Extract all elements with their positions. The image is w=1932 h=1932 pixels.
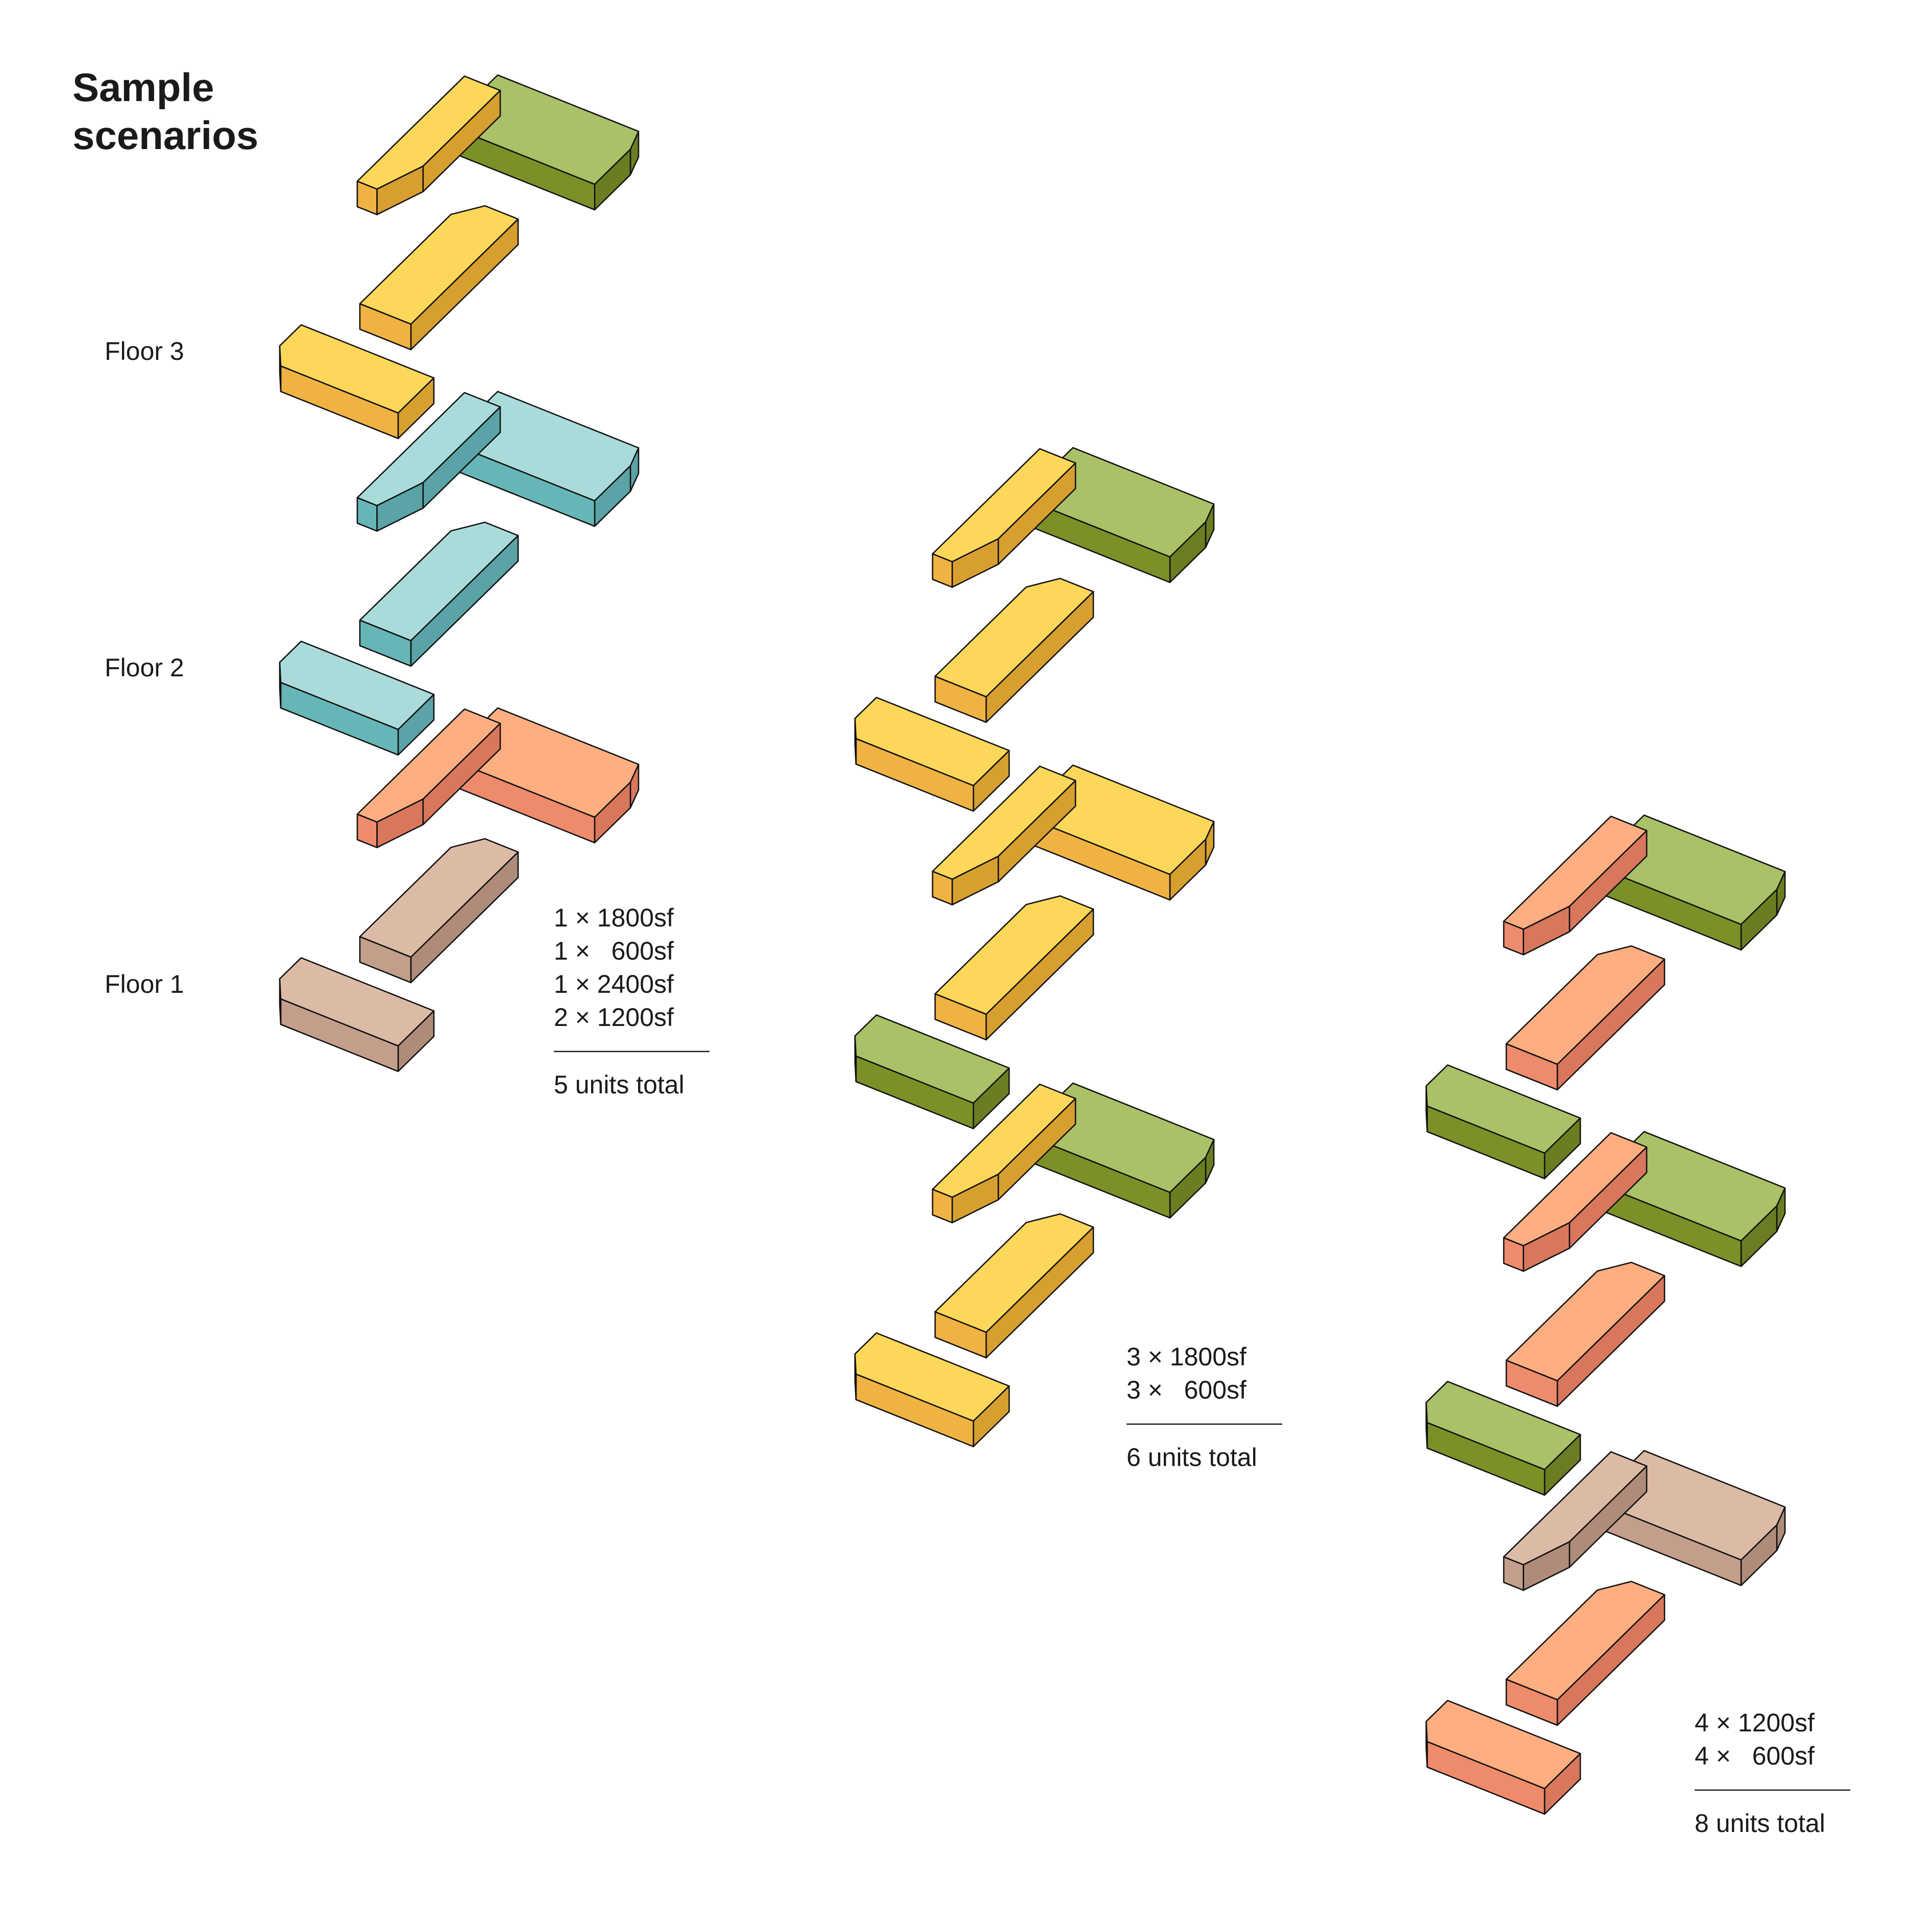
scenario-2-floor-3-unit-2-yellow: [932, 448, 1077, 588]
scenario-2-legend-line-2: 3 × 600sf: [1127, 1376, 1246, 1404]
scenario-1-floor-1-unit-4-tan: [279, 957, 435, 1072]
scenario-1-legend: 1 × 1800sf 1 × 600sf 1 × 2400sf 2 × 1200…: [554, 903, 710, 1099]
scenario-2-floor-3-unit-3-yellow-top: [934, 577, 1094, 698]
scenario-3-floor-2-unit-2-orange: [1503, 1132, 1648, 1272]
scenario-1-floor-2-unit-2-teal: [356, 392, 501, 532]
scenario-1-total: 5 units total: [554, 1070, 684, 1099]
scenario-1-floor-3-unit-3-yellow: [359, 205, 519, 351]
scenario-1-floor-2-unit-3-teal-top: [359, 521, 519, 642]
scenario-3-legend-line-1: 4 × 1200sf: [1695, 1708, 1815, 1737]
scenario-1-legend-line-2: 1 × 600sf: [554, 937, 674, 965]
scenario-2-legend-line-1: 3 × 1800sf: [1127, 1342, 1246, 1371]
scenario-1-floor-1-unit-2-orange-top: [356, 708, 501, 823]
scenario-2-floor-1-unit-2-yellow-top: [932, 1083, 1077, 1198]
diagram-title-line-1: Sample: [72, 65, 214, 110]
scenario-1-floor-2-unit-4-teal-top: [279, 641, 435, 730]
scenario-1-floor-2-unit-4-teal: [279, 641, 435, 756]
scenario-3-floor-2-unit-4-green: [1425, 1381, 1581, 1496]
floor-2-label: Floor 2: [105, 653, 184, 682]
scenario-1-legend-line-1: 1 × 1800sf: [554, 903, 674, 932]
scenario-3-floor-2-unit-4-green-top: [1425, 1381, 1581, 1471]
scenario-1-floor-3-unit-3-yellow-top: [359, 205, 519, 325]
scenario-2-legend: 3 × 1800sf 3 × 600sf 6 units total: [1127, 1342, 1282, 1472]
scenario-3-floor-1-unit-3-orange: [1505, 1580, 1666, 1726]
scenario-3-floor-3-unit-4-green: [1425, 1064, 1581, 1180]
scenario-3-floor-2-unit-3-orange-top: [1505, 1261, 1666, 1382]
scenario-2-total: 6 units total: [1127, 1443, 1257, 1472]
scenario-2-floor-2-unit-4-green: [854, 1014, 1010, 1130]
scenario-3-floor-2-unit-3-orange: [1505, 1261, 1666, 1407]
scenario-3-floor-2-unit-2-orange-top: [1503, 1132, 1648, 1246]
scenario-1-floor-3-unit-4-yellow-top: [279, 324, 435, 414]
scenario-3-floor-3-unit-2-orange: [1503, 815, 1648, 956]
scenario-2-floor-3-unit-4-yellow: [854, 697, 1010, 812]
scenario-1-floor-1-unit-2-orange: [356, 708, 501, 848]
scenario-1-legend-line-3: 1 × 2400sf: [554, 970, 674, 998]
scenario-2-floor-2-unit-3-yellow: [934, 895, 1094, 1041]
scenario-1-legend-line-4: 2 × 1200sf: [554, 1003, 674, 1032]
scenario-2-floor-2-unit-2-yellow: [932, 765, 1077, 906]
scenario-2-floor-1-unit-4-yellow-top: [854, 1332, 1010, 1422]
scenario-1-floor-2-unit-2-teal-top: [356, 392, 501, 506]
scenario-1-floor-2-unit-3-teal: [359, 521, 519, 667]
scenario-3-floor-1-unit-2-tan-top: [1503, 1451, 1648, 1566]
scenario-3-legend: 4 × 1200sf 4 × 600sf 8 units total: [1695, 1708, 1850, 1838]
scenario-1-floor-3-unit-4-yellow: [279, 324, 435, 439]
scenario-1-floor-1-unit-3-tan-top: [359, 838, 519, 958]
scenario-2-floor-2-unit-2-yellow-top: [932, 765, 1077, 880]
scenario-2-floor-2-unit-4-green-top: [854, 1014, 1010, 1104]
scenario-3-total: 8 units total: [1695, 1809, 1825, 1838]
scenario-1-floor-1-unit-4-tan-top: [279, 957, 435, 1047]
scenario-3-floor-1-unit-3-orange-top: [1505, 1580, 1666, 1701]
scenario-2-floor-1-unit-2-yellow: [932, 1083, 1077, 1224]
unit-blocks: [279, 74, 1786, 1815]
scenario-1-floor-3-unit-2-yellow-top: [356, 75, 501, 190]
floor-3-label: Floor 3: [105, 337, 184, 365]
scenario-3-floor-1-unit-2-tan: [1503, 1451, 1648, 1591]
scenario-1-floor-3-unit-2-yellow: [356, 75, 501, 215]
scenario-3-floor-1-unit-4-orange: [1425, 1700, 1581, 1815]
scenario-3-floor-3-unit-2-orange-top: [1503, 815, 1648, 930]
scenario-2-floor-1-unit-4-yellow: [854, 1332, 1010, 1448]
scenario-2-floor-3-unit-3-yellow: [934, 577, 1094, 723]
scenario-3-floor-3-unit-3-orange-top: [1505, 945, 1666, 1065]
scenario-2-floor-1-unit-3-yellow-top: [934, 1213, 1094, 1333]
scenario-3-floor-1-unit-4-orange-top: [1425, 1700, 1581, 1790]
diagram-title-line-2: scenarios: [72, 113, 258, 158]
scenario-2-floor-2-unit-3-yellow-top: [934, 895, 1094, 1015]
scenario-1-floor-1-unit-3-tan: [359, 838, 519, 984]
floor-1-label: Floor 1: [105, 970, 184, 998]
scenario-2-floor-3-unit-4-yellow-top: [854, 697, 1010, 787]
scenario-2-floor-1-unit-3-yellow: [934, 1213, 1094, 1359]
scenario-2-floor-3-unit-2-yellow-top: [932, 448, 1077, 563]
scenario-3-floor-3-unit-3-orange: [1505, 945, 1666, 1091]
scenario-3-floor-3-unit-4-green-top: [1425, 1064, 1581, 1154]
scenario-3-legend-line-2: 4 × 600sf: [1695, 1742, 1815, 1770]
